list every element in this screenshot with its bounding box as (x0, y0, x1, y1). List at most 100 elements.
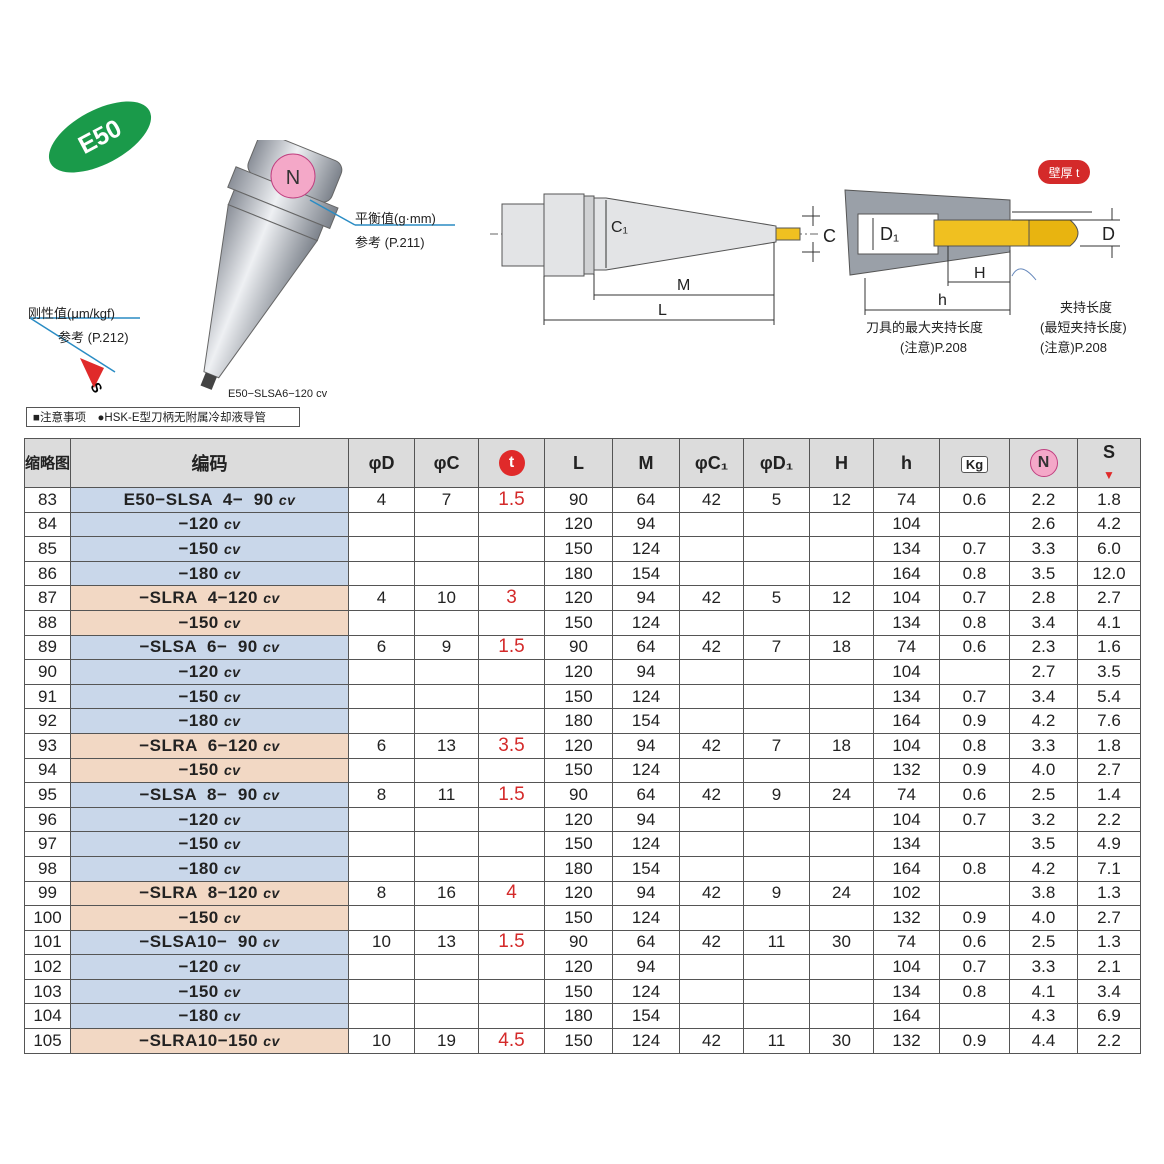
cell-s: 5.4 (1077, 683, 1141, 710)
cell-c1 (679, 560, 744, 587)
cell-h-lower: 104 (873, 954, 940, 980)
cell-t (478, 831, 545, 857)
col-t: t (478, 438, 545, 488)
cell-c1 (679, 831, 744, 857)
cell-s: 6.0 (1077, 536, 1141, 562)
cell-d: 4 (348, 487, 415, 513)
cv-suffix: cv (263, 885, 280, 902)
cell-d1 (743, 954, 810, 980)
tool-holder-illustration: N S (29, 140, 455, 396)
cell-c: 7 (414, 487, 479, 513)
cell-c1: 42 (679, 732, 744, 759)
cell-s: 1.8 (1077, 732, 1141, 759)
cell-d1 (743, 511, 810, 538)
svg-text:M: M (677, 277, 690, 294)
cell-l: 180 (544, 855, 613, 882)
cell-h-lower: 164 (873, 855, 940, 882)
cell-t (478, 511, 545, 538)
cell-c1 (679, 1003, 744, 1030)
cell-l: 150 (544, 536, 613, 562)
min-clamp-ref: (注意)P.208 (1040, 340, 1107, 355)
cell-m: 124 (612, 831, 680, 857)
cell-d1 (743, 978, 810, 1005)
cell-c (414, 536, 479, 562)
cell-h-lower: 134 (873, 831, 940, 857)
cell-d1: 5 (743, 585, 810, 611)
cell-d1: 7 (743, 732, 810, 759)
cell-m: 124 (612, 978, 680, 1005)
cell-n: 2.3 (1009, 634, 1078, 661)
cell-t: 1.5 (478, 782, 545, 808)
cell-d1: 5 (743, 487, 810, 513)
cell-m: 94 (612, 511, 680, 538)
cv-suffix: cv (223, 688, 241, 705)
cell-code: −150 cv (70, 536, 349, 562)
cell-t (478, 683, 545, 710)
cell-s: 1.6 (1077, 634, 1141, 661)
cell-m: 94 (612, 659, 680, 685)
cell-d (348, 806, 415, 833)
cell-kg (939, 831, 1010, 857)
cell-no: 103 (24, 978, 71, 1005)
cell-no: 83 (24, 487, 71, 513)
cell-s: 7.1 (1077, 855, 1141, 882)
cell-l: 150 (544, 609, 613, 636)
cell-m: 124 (612, 1028, 680, 1054)
cell-kg: 0.7 (939, 954, 1010, 980)
cv-suffix: cv (263, 590, 280, 607)
cell-kg: 0.8 (939, 560, 1010, 587)
cell-h-upper: 24 (809, 880, 874, 907)
cell-no: 90 (24, 659, 71, 685)
cell-kg: 0.7 (939, 683, 1010, 710)
cell-d1 (743, 1003, 810, 1030)
cell-d1 (743, 536, 810, 562)
cell-c (414, 560, 479, 587)
cv-suffix: cv (223, 540, 241, 557)
cell-no: 100 (24, 905, 71, 931)
clamp-length-label: 夹持长度 (1060, 300, 1113, 315)
cell-c: 11 (414, 782, 479, 808)
down-arrow-icon: ▼ (1103, 468, 1115, 482)
cell-h-upper (809, 659, 874, 685)
col-c1: φC₁ (679, 438, 744, 488)
cell-c1 (679, 806, 744, 833)
cell-h-lower: 74 (873, 487, 940, 513)
cell-s: 12.0 (1077, 560, 1141, 587)
balance-n-icon: N (1029, 449, 1058, 477)
cell-code: −150 cv (70, 757, 349, 784)
cell-no: 93 (24, 732, 71, 759)
cell-n: 4.2 (1009, 855, 1078, 882)
cell-c: 16 (414, 880, 479, 907)
cell-h-upper (809, 855, 874, 882)
cell-m: 64 (612, 782, 680, 808)
cell-no: 96 (24, 806, 71, 833)
cell-c (414, 659, 479, 685)
cell-n: 3.4 (1009, 609, 1078, 636)
cell-c1: 42 (679, 782, 744, 808)
cell-no: 85 (24, 536, 71, 562)
cell-d (348, 954, 415, 980)
cell-t (478, 855, 545, 882)
cell-h-upper (809, 1003, 874, 1030)
cell-m: 124 (612, 609, 680, 636)
cell-m: 124 (612, 757, 680, 784)
svg-text:S: S (87, 380, 106, 396)
cell-kg: 0.7 (939, 536, 1010, 562)
cell-d1: 11 (743, 929, 810, 956)
cell-s: 2.1 (1077, 954, 1141, 980)
cell-h-lower: 104 (873, 585, 940, 611)
model-caption: E50−SLSA6−120 cv (228, 388, 328, 400)
cell-c1 (679, 536, 744, 562)
svg-text:D₁: D₁ (880, 224, 899, 244)
cell-t: 1.5 (478, 929, 545, 956)
cell-h-lower: 132 (873, 1028, 940, 1054)
cell-d1 (743, 905, 810, 931)
cell-n: 2.5 (1009, 782, 1078, 808)
